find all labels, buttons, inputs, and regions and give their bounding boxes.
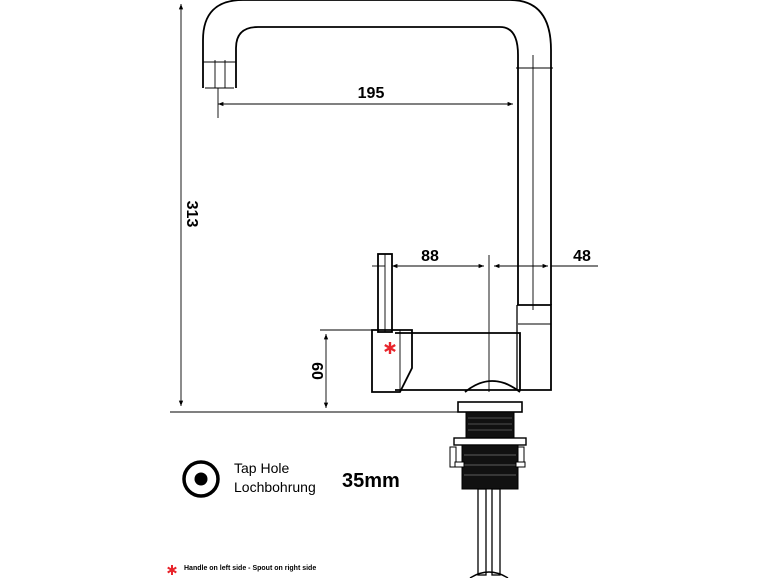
note-asterisk-icon xyxy=(167,565,177,575)
dimension-195-label: 195 xyxy=(358,85,385,102)
dimension-195: 195 xyxy=(218,85,513,107)
dimension-60-label: 60 xyxy=(308,362,325,380)
dimension-48: 48 xyxy=(494,248,598,269)
extension-lines xyxy=(170,88,552,413)
faucet-body xyxy=(395,255,552,393)
tap-hole-label-de: Lochbohrung xyxy=(234,479,316,495)
dimension-60: 60 xyxy=(308,334,329,408)
note-line-1: Handle on left side - Spout on right sid… xyxy=(184,565,316,572)
dimension-313-label: 313 xyxy=(183,201,200,228)
dimension-48-label: 48 xyxy=(573,248,591,265)
tap-hole-size: 35mm xyxy=(342,470,400,492)
dimension-313: 313 xyxy=(178,3,200,406)
asterisk-icon xyxy=(384,342,396,354)
mounting-hardware xyxy=(449,401,527,578)
handle xyxy=(371,253,413,393)
dimension-88: 88 xyxy=(392,248,484,269)
tap-hole-legend: Tap Hole Lochbohrung 35mm xyxy=(182,460,400,498)
tap-hole-label-en: Tap Hole xyxy=(234,460,289,476)
tap-hole-icon xyxy=(182,460,220,498)
dimension-88-label: 88 xyxy=(421,248,439,265)
handle-note: Handle on left side - Spout on right sid… xyxy=(167,565,316,575)
